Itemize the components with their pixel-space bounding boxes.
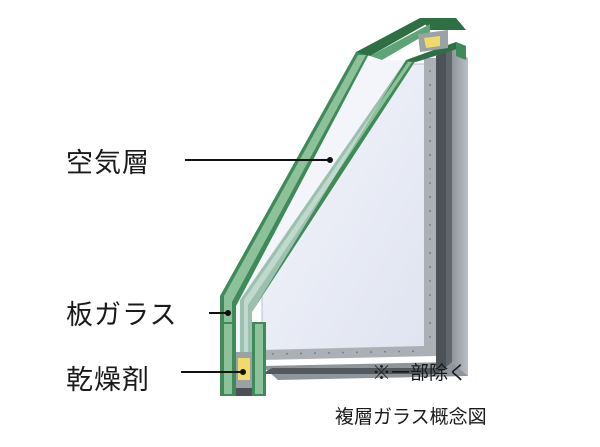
label-sheet-glass: 板ガラス: [66, 300, 178, 331]
label-air-layer: 空気層: [66, 148, 150, 179]
diagram-caption: 複層ガラス概念図: [335, 406, 487, 428]
leader-air-layer-dot: [327, 157, 333, 163]
inner-glass-edge: [240, 42, 466, 392]
leader-desiccant-dot: [240, 369, 246, 375]
spacer-frame: [262, 58, 436, 360]
frame-dark-edge: [262, 48, 446, 374]
leader-sheet-glass-dot: [225, 310, 231, 316]
top-spacer-cap: [418, 30, 448, 52]
note-partial-exclusion: ※一部除く: [372, 362, 468, 384]
bottom-cross-section: [220, 322, 266, 396]
label-desiccant: 乾燥剤: [66, 365, 150, 396]
